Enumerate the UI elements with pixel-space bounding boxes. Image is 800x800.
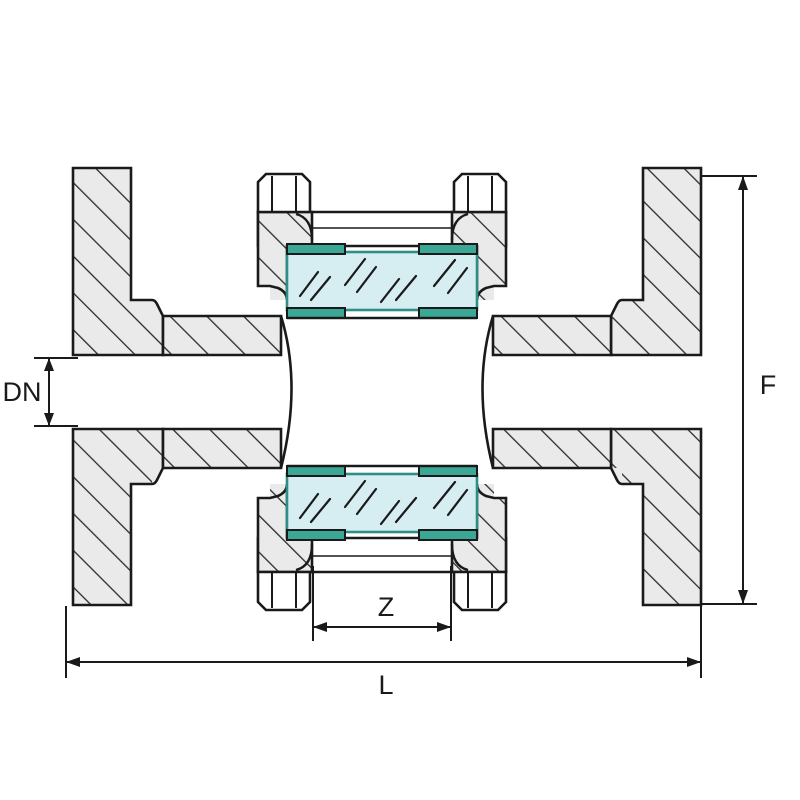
- bolt-chamfer-top: [295, 212, 469, 241]
- hex-nut-bottom-right: [452, 570, 508, 612]
- dimension-label-F: F: [760, 370, 777, 400]
- hex-nut-top-right: [452, 172, 508, 214]
- body-left-walls: [161, 314, 283, 470]
- dimension-label-Z: Z: [378, 592, 395, 622]
- dimension-label-L: L: [378, 670, 393, 700]
- body-right-walls: [491, 314, 613, 470]
- dimension-Z: Z: [312, 566, 452, 641]
- dimension-F: F: [700, 175, 777, 605]
- glass-sparkle-marks: [298, 257, 469, 304]
- dimension-DN: DN: [3, 357, 78, 427]
- housing-shoulder-lower-right: [450, 483, 508, 574]
- central-flow-bore: [279, 315, 495, 469]
- lower-sight-glass: [285, 472, 479, 534]
- hex-nut-top-left: [256, 172, 312, 214]
- upper-sight-glass: [285, 250, 479, 312]
- hex-nut-bottom-left: [256, 570, 312, 612]
- glass-sparkle-marks: [298, 479, 469, 526]
- bolt-chamfer-bottom: [295, 543, 469, 572]
- dimension-L: L: [65, 606, 702, 700]
- upper-gaskets: [286, 243, 478, 320]
- dimension-label-DN: DN: [3, 377, 42, 407]
- lower-gaskets: [286, 464, 478, 541]
